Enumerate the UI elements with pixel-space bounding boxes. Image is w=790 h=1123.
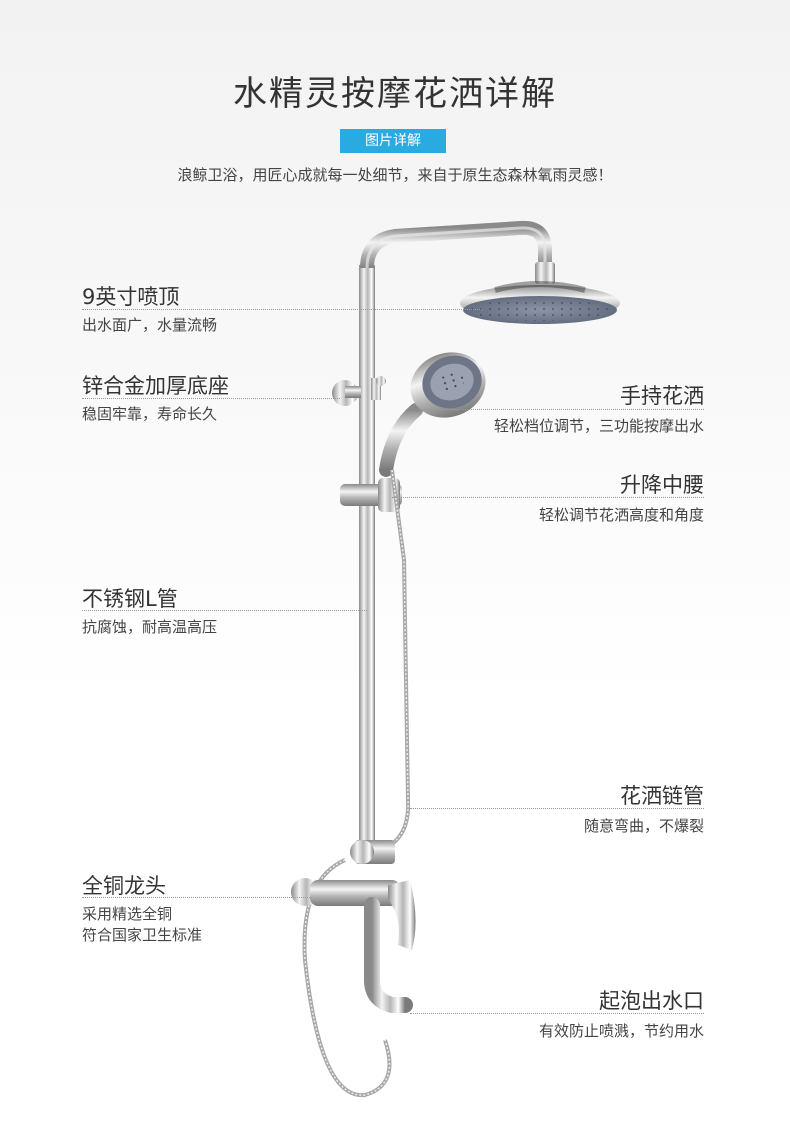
feature-title: 花洒链管 bbox=[620, 784, 704, 808]
feature-desc: 出水面广，水量流畅 bbox=[82, 316, 218, 334]
feature-title: 锌合金加厚底座 bbox=[82, 374, 229, 398]
spout bbox=[364, 897, 413, 1013]
feature-slider: 升降中腰 轻松调节花洒高度和角度 bbox=[539, 469, 704, 526]
feature-title: 全铜龙头 bbox=[82, 874, 166, 898]
slogan: 浪鲸卫浴，用匠心成就每一处细节，来自于原生态森林氧雨灵感！ bbox=[177, 166, 613, 184]
callout-line bbox=[392, 497, 704, 498]
callout-line bbox=[410, 808, 704, 809]
callout-line bbox=[410, 1013, 704, 1014]
feature-base: 锌合金加厚底座 稳固牢靠，寿命长久 bbox=[82, 370, 229, 425]
feature-desc: 轻松调节花洒高度和角度 bbox=[538, 506, 704, 524]
feature-pipe: 不锈钢L管 抗腐蚀，耐高温高压 bbox=[82, 583, 217, 638]
feature-desc: 有效防止喷溅，节约用水 bbox=[538, 1022, 704, 1040]
page-title: 水精灵按摩花洒详解 bbox=[233, 74, 557, 114]
feature-desc-line2: 符合国家卫生标准 bbox=[82, 926, 203, 944]
feature-hose: 花洒链管 随意弯曲，不爆裂 bbox=[584, 780, 704, 837]
feature-title: 9英寸喷顶 bbox=[82, 285, 180, 309]
feature-desc: 随意弯曲，不爆裂 bbox=[583, 817, 704, 835]
feature-spout: 起泡出水口 有效防止喷溅，节约用水 bbox=[539, 985, 704, 1042]
faucet-lever bbox=[388, 880, 416, 950]
callout-line bbox=[420, 409, 704, 410]
feature-shower-top: 9英寸喷顶 出水面广，水量流畅 bbox=[82, 281, 217, 336]
vertical-pipe bbox=[359, 265, 375, 855]
callout-line bbox=[82, 398, 340, 399]
feature-faucet: 全铜龙头 采用精选全铜 符合国家卫生标准 bbox=[82, 870, 202, 946]
section-badge: 图片详解 bbox=[340, 129, 446, 153]
feature-hand-shower: 手持花洒 轻松档位调节，三功能按摩出水 bbox=[494, 380, 704, 437]
feature-title: 起泡出水口 bbox=[599, 989, 704, 1013]
feature-title: 升降中腰 bbox=[620, 473, 704, 497]
callout-line bbox=[82, 309, 482, 310]
callout-line bbox=[82, 610, 367, 611]
feature-title: 手持花洒 bbox=[620, 384, 704, 408]
feature-desc: 轻松档位调节，三功能按摩出水 bbox=[493, 417, 704, 435]
feature-desc: 稳固牢靠，寿命长久 bbox=[82, 405, 218, 423]
feature-title: 不锈钢L管 bbox=[82, 587, 178, 611]
faucet-body bbox=[310, 880, 400, 906]
callout-line bbox=[82, 897, 312, 898]
feature-desc: 抗腐蚀，耐高温高压 bbox=[82, 618, 218, 636]
feature-desc-line1: 采用精选全铜 bbox=[82, 905, 173, 923]
